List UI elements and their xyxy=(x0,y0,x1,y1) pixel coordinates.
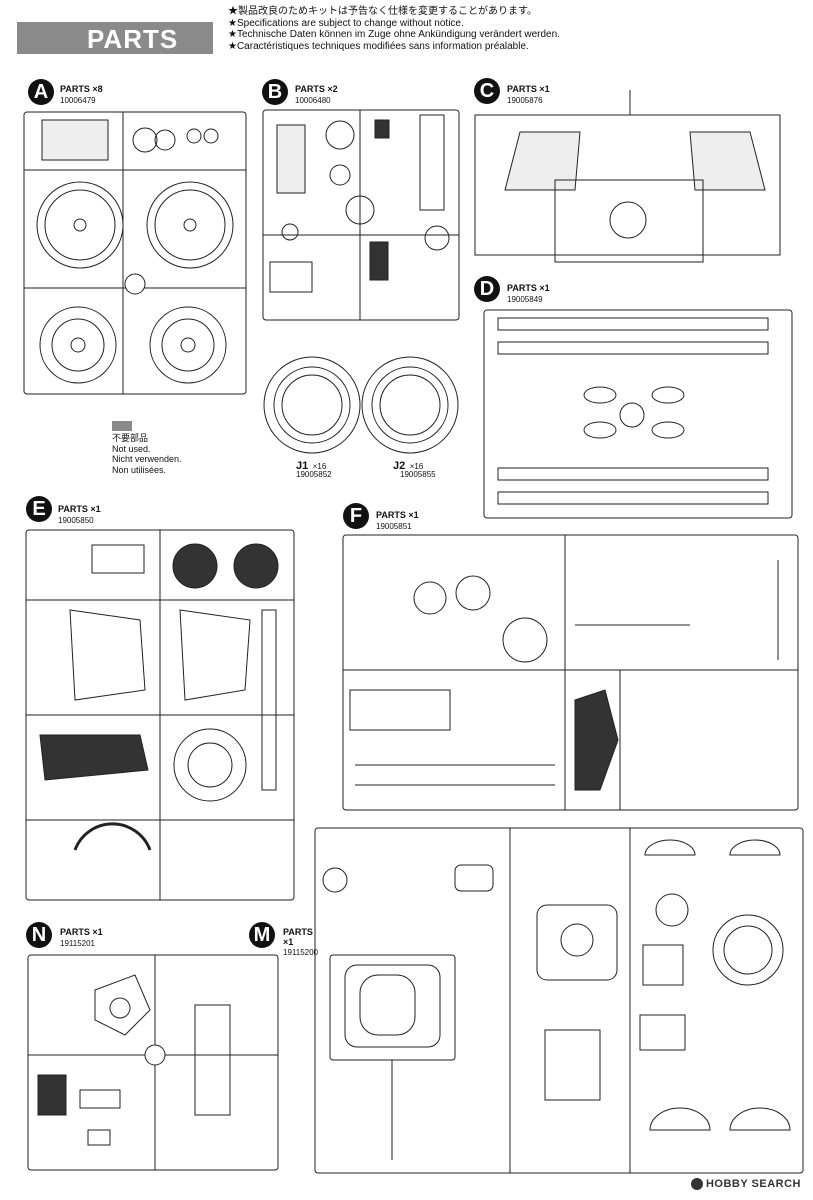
sprue-f-frame xyxy=(342,534,799,811)
sprue-c-frame xyxy=(474,90,781,263)
unused-fr: Non utilisées. xyxy=(112,464,167,475)
sprue-b-title: PARTS ×2 xyxy=(295,84,338,94)
sprue-m-code: 19115200 xyxy=(283,948,318,957)
sprue-m-badge: M xyxy=(249,922,275,948)
sprue-b-code: 10006480 xyxy=(295,96,331,105)
tire-j1-qty: ×16 xyxy=(312,462,327,471)
sprue-d-badge: D xyxy=(474,276,500,302)
notice-en: ★Specifications are subject to change wi… xyxy=(228,17,464,29)
page-title: PARTS xyxy=(87,24,179,54)
sprue-f-code: 19005851 xyxy=(376,522,412,531)
tire-j1-label: J1 xyxy=(296,460,309,472)
sprue-m-frame xyxy=(329,954,456,1160)
tire-j2-qty: ×16 xyxy=(409,462,424,471)
sprue-n-title: PARTS ×1 xyxy=(60,927,103,937)
sprue-n-badge: N xyxy=(26,922,52,948)
notice-fr: ★Caractéristiques techniques modifiées s… xyxy=(228,40,529,52)
sprue-bottom-right-frame xyxy=(314,827,804,1174)
unused-ja: 不要部品 xyxy=(112,433,149,443)
sprue-f-badge: F xyxy=(343,503,369,529)
parts-header-bar: PARTS xyxy=(17,22,213,54)
sprue-c-badge: C xyxy=(474,78,500,104)
sprue-n-frame xyxy=(27,954,279,1171)
sprue-b-frame xyxy=(262,109,460,321)
unused-legend: 不要部品 Not used. Nicht verwenden. Non util… xyxy=(112,433,182,475)
watermark-logo-icon xyxy=(690,1178,703,1191)
sprue-a-frame xyxy=(23,111,247,395)
sprue-m-qty: ×1 xyxy=(283,937,294,947)
sprue-a-badge: A xyxy=(28,79,54,105)
sprue-e-frame xyxy=(25,529,295,901)
sprue-n-code: 19115201 xyxy=(60,939,95,948)
sprue-e-badge: E xyxy=(26,496,52,522)
watermark-text: HOBBY SEARCH xyxy=(705,1178,801,1190)
tire-j2-code: 19005855 xyxy=(400,470,436,479)
unused-de: Nicht verwenden. xyxy=(112,454,182,464)
tire-j1-label-group: J1 ×16 xyxy=(296,456,326,474)
sprue-e-code: 19005850 xyxy=(58,516,94,525)
watermark: HOBBY SEARCH xyxy=(690,1178,801,1191)
sprue-d-frame xyxy=(483,309,793,519)
sprue-b-badge: B xyxy=(262,79,288,105)
spec-notice: ★製品改良のためキットは予告なく仕様を変更することがあります。 ★Specifi… xyxy=(228,6,560,52)
sprue-d-code: 19005849 xyxy=(507,295,543,304)
sprue-c-title: PARTS ×1 xyxy=(507,84,550,94)
sprue-c-code: 19005876 xyxy=(507,96,543,105)
sprue-m-title: PARTS xyxy=(283,927,313,937)
unused-en: Not used. xyxy=(112,443,151,454)
tire-j2-label-group: J2 ×16 xyxy=(393,456,423,474)
tires-j xyxy=(263,356,459,454)
unused-swatch xyxy=(112,421,132,431)
sprue-f-title: PARTS ×1 xyxy=(376,510,419,520)
notice-de: ★Technische Daten können im Zuge ohne An… xyxy=(228,29,560,41)
sprue-d-title: PARTS ×1 xyxy=(507,283,550,293)
sprue-a-title: PARTS ×8 xyxy=(60,84,103,94)
tire-j1-code: 19005852 xyxy=(296,470,332,479)
sprue-a-code: 10006479 xyxy=(60,96,96,105)
notice-ja: ★製品改良のためキットは予告なく仕様を変更することがあります。 xyxy=(228,6,537,17)
sprue-e-title: PARTS ×1 xyxy=(58,504,101,514)
tire-j2-label: J2 xyxy=(393,460,406,472)
